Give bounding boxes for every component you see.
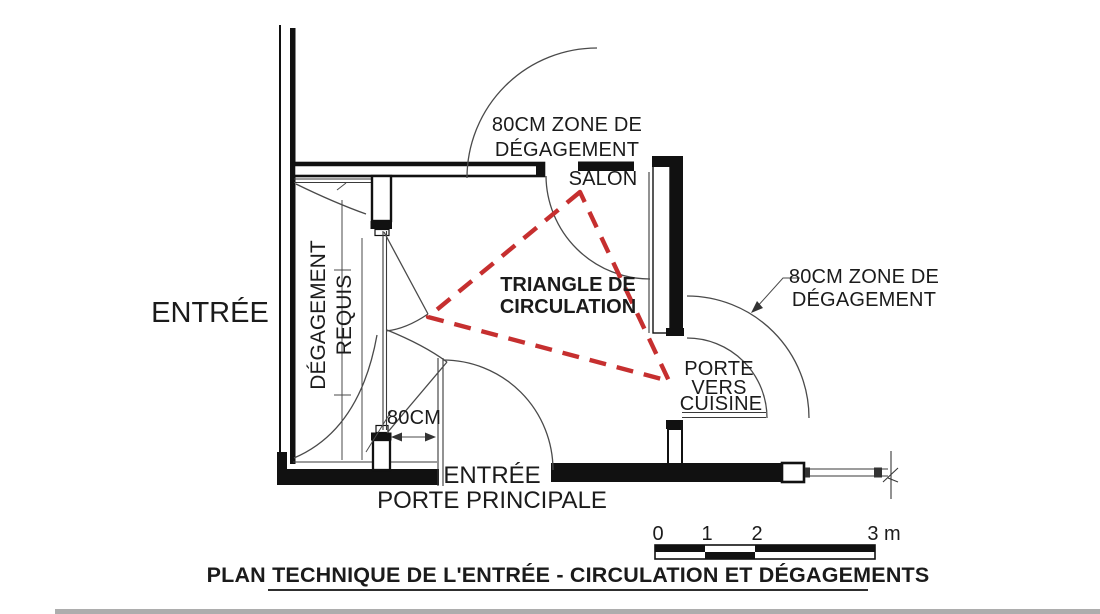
door-swing-arcs <box>293 47 810 471</box>
wall-bottom-left-corner <box>277 452 287 484</box>
closet-bottom-door-arc <box>293 334 378 459</box>
zone-right-leader <box>755 277 800 309</box>
kitchen-door-arc <box>686 337 768 419</box>
porte-cuisine-label-line2: VERS <box>691 377 746 399</box>
scale-tick-0: 0 <box>652 523 663 545</box>
scale-seg-top-3 <box>755 545 875 552</box>
scale-bar: 0 1 2 3 m <box>652 523 901 560</box>
wall-kitchen-stub <box>667 428 683 465</box>
wall-salon-vertical <box>670 156 683 336</box>
wall-left-inner <box>290 28 296 464</box>
pier-bottom-cap <box>371 432 392 441</box>
scale-tick-3m: 3 m <box>867 523 900 545</box>
threshold-tick <box>882 467 899 483</box>
circulation-triangle-outline <box>425 189 672 384</box>
walls <box>277 25 899 499</box>
wall-bottom-right-endbox <box>780 461 806 484</box>
wall-bottom-right <box>551 463 783 482</box>
scale-seg-bot-2 <box>705 552 755 559</box>
degagement-requis-label-line1: DÉGAGEMENT <box>307 240 330 390</box>
wall-bottom-left <box>277 469 439 485</box>
swing-wedge-line1 <box>383 231 429 315</box>
entrance-door-arc <box>442 359 554 471</box>
dim-80cm-arrow-right <box>425 432 436 442</box>
wall-kitchen-stub-cap <box>666 420 683 429</box>
zone-right-leader-arrow <box>751 301 763 313</box>
dim-80cm-arrow-left <box>391 432 402 442</box>
zone-top-label-line2: DÉGAGEMENT <box>495 138 639 161</box>
scale-seg-bot-1 <box>655 552 705 559</box>
degagement-requis-label-line2: REQUIS <box>333 275 356 356</box>
bottom-edge-strip <box>55 609 1100 614</box>
degagement-dim-arrow <box>336 182 347 191</box>
scale-seg-bot-3 <box>755 552 875 559</box>
swing-wedge-arc1 <box>385 313 429 332</box>
salon-door-arc <box>545 175 651 280</box>
threshold-nub-left <box>805 467 810 478</box>
wall-salon-endcap <box>666 328 684 336</box>
porte-cuisine-label-line3: CUISINE <box>680 393 763 415</box>
entrance-door-label-line1: ENTRÉE <box>443 462 540 489</box>
scale-seg-top-1 <box>655 545 705 552</box>
pier-top <box>370 174 393 223</box>
dimension-lines <box>334 182 800 460</box>
scale-bar-frame <box>654 544 876 560</box>
dim-80cm-label: 80CM <box>387 407 441 429</box>
scale-tick-1: 1 <box>701 523 712 545</box>
scale-tick-2: 2 <box>751 523 762 545</box>
door-leaves <box>382 161 766 486</box>
zone-top-label-line1: 80CM ZONE DE <box>492 114 642 136</box>
threshold-nub-right <box>874 467 882 478</box>
pier-top-cap <box>370 221 392 229</box>
salon-label: SALON <box>569 168 638 190</box>
triangle-label-line1: TRIANGLE DE <box>500 274 636 296</box>
swing-wedge-line2 <box>386 361 448 434</box>
zone-right-label-line1: 80CM ZONE DE <box>789 266 939 288</box>
title-block: PLAN TECHNIQUE DE L'ENTRÉE - CIRCULATION… <box>207 562 930 591</box>
salon-door-leaf <box>578 161 634 171</box>
labels-layer: ENTRÉE DÉGAGEMENT REQUIS 80CM ZONE DE DÉ… <box>151 114 939 514</box>
entree-label: ENTRÉE <box>151 296 269 329</box>
dim-80cm-extension <box>365 409 393 453</box>
swing-wedge-arc2 <box>386 329 448 363</box>
closet-top-door-arc <box>295 183 367 215</box>
triangle-label-line2: CIRCULATION <box>500 296 636 318</box>
pier-top-hinge <box>374 228 390 237</box>
wall-salon-channel <box>652 165 671 334</box>
zone-right-label-line2: DÉGAGEMENT <box>792 288 936 311</box>
threshold-tick2 <box>887 477 899 483</box>
pier-bottom <box>371 438 392 472</box>
plan-title: PLAN TECHNIQUE DE L'ENTRÉE - CIRCULATION… <box>207 562 930 587</box>
entrance-door-label-line2: PORTE PRINCIPALE <box>377 487 607 514</box>
porte-cuisine-label-line1: PORTE <box>684 358 754 380</box>
wall-top-endcap <box>536 162 545 177</box>
kitchen-clearance-arc <box>686 295 810 419</box>
scale-seg-top-2 <box>705 545 755 552</box>
clearance-zone-top-arc <box>466 47 598 179</box>
wall-salon-hook <box>652 156 683 167</box>
